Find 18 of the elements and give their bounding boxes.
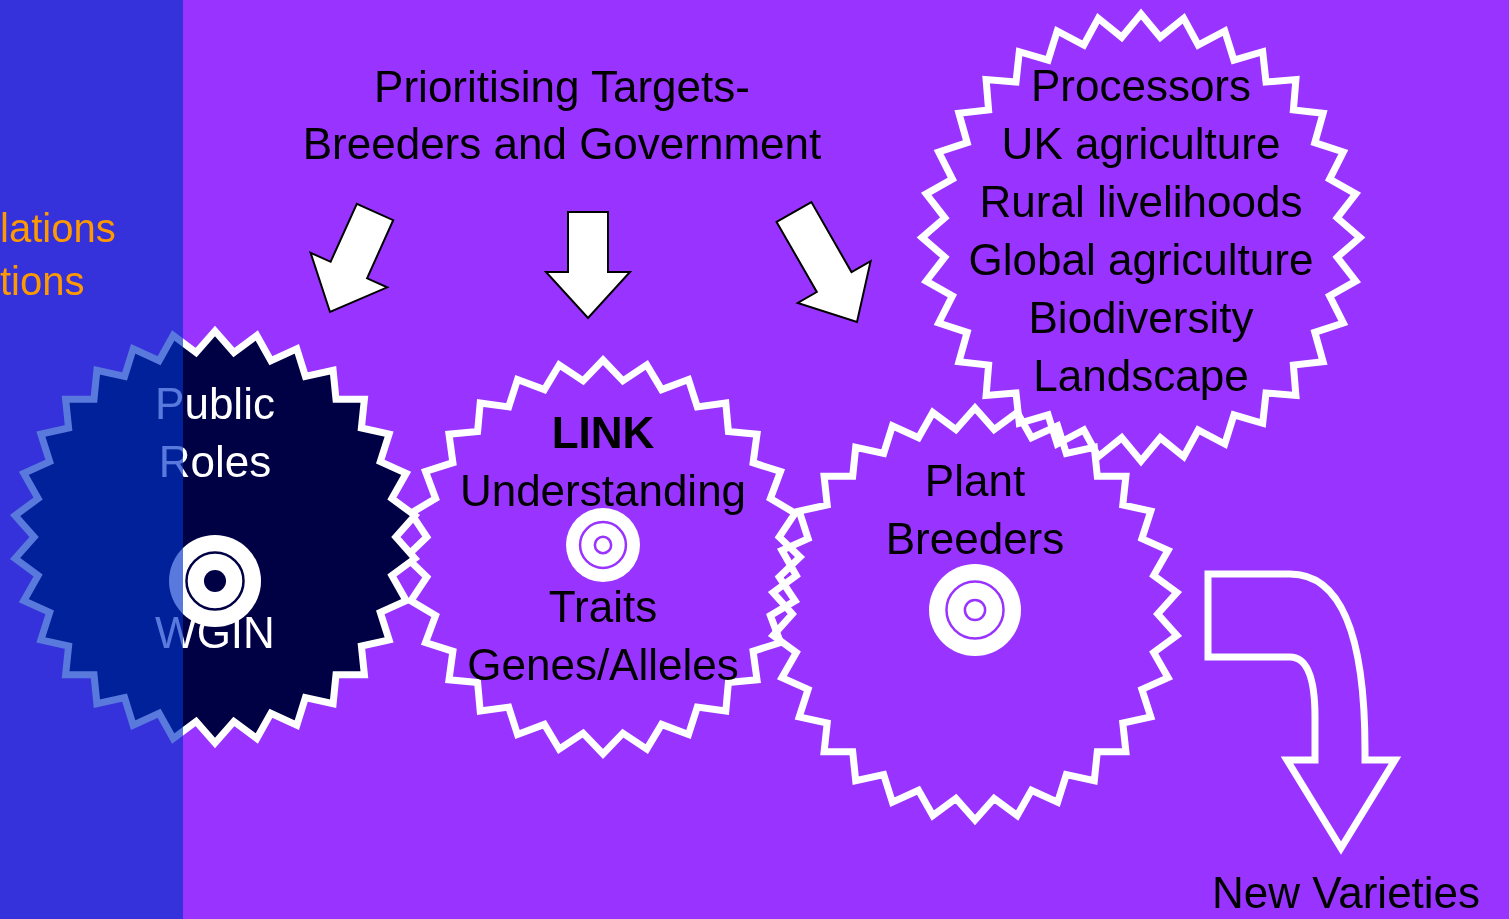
side-label: tions (0, 258, 85, 304)
block-arrow (308, 202, 395, 314)
block-arrow (775, 200, 873, 324)
curved-block-arrow (1204, 570, 1399, 852)
node-label: UK agriculture (1000, 118, 1282, 170)
node-label: Global agriculture (967, 234, 1315, 286)
node-label: LINK Understanding (458, 407, 748, 517)
node-label: Processors (1029, 60, 1253, 112)
node-label: Public Roles (154, 378, 276, 488)
heading-text: Prioritising Targets- Breeders and Government (301, 61, 823, 170)
side-label: lations (0, 205, 116, 251)
node-label: Traits Genes/Alleles (466, 581, 740, 691)
heading-text: New Varieties (1210, 868, 1482, 918)
block-arrow (543, 211, 633, 320)
node-label: Plant Breeders (884, 455, 1066, 565)
node-label: Rural livelihoods (978, 176, 1304, 228)
node-label: Landscape (1032, 350, 1250, 402)
node-label: Biodiversity (1027, 292, 1255, 344)
